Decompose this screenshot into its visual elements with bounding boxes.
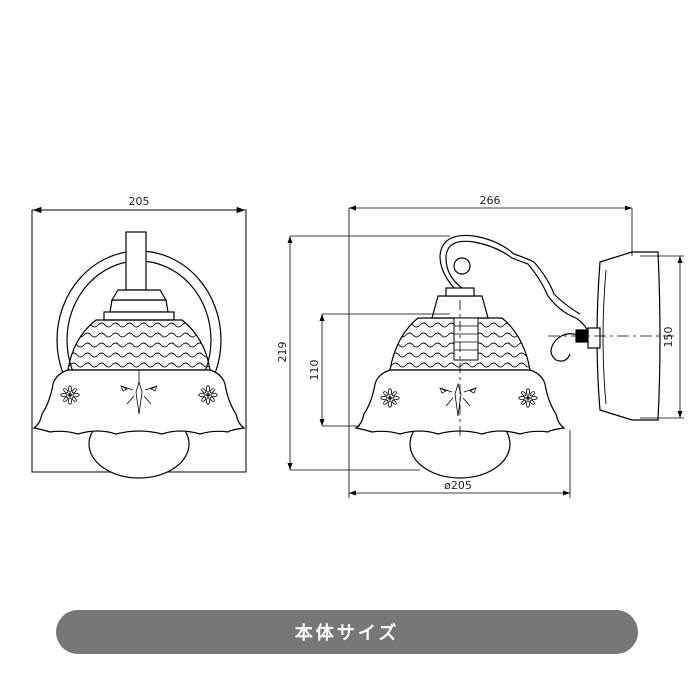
- side-depth-label: 266: [480, 194, 501, 207]
- socket: [453, 317, 479, 361]
- wire: [550, 333, 581, 362]
- caption-title: 本体サイズ: [294, 623, 400, 644]
- stem: [125, 231, 147, 291]
- side-arm: [445, 240, 591, 339]
- front-shade-upper: [67, 319, 211, 371]
- side-height-label: 219: [276, 342, 289, 363]
- front-width-label: 205: [129, 195, 150, 208]
- side-bracket-height-label: 110: [308, 360, 321, 381]
- side-shade-diameter-label: ø205: [444, 479, 472, 492]
- side-view: [354, 234, 674, 479]
- front-shade-lower: [32, 369, 246, 435]
- side-base-label: 150: [662, 327, 675, 348]
- caption-bar: 本体サイズ: [56, 610, 638, 654]
- side-dimensions: [289, 207, 684, 498]
- front-view: [31, 209, 247, 479]
- fitter: [109, 299, 169, 313]
- front-width-dimension: [32, 206, 246, 214]
